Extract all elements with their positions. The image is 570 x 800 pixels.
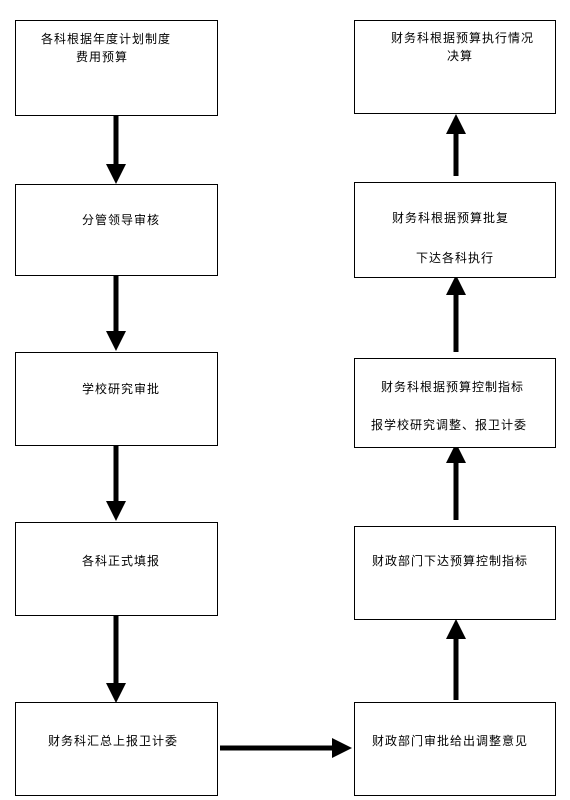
step-finance-dept-adjustment-opinion: 财政部门审批给出调整意见 xyxy=(354,702,556,796)
step-leader-review: 分管领导审核 xyxy=(15,184,218,276)
step-school-approval: 学校研究审批 xyxy=(15,352,218,446)
step-text-line: 学校研究审批 xyxy=(82,382,161,396)
step-text-line: 决算 xyxy=(447,49,474,63)
step-text-line: 分管领导审核 xyxy=(82,213,161,227)
step-text-line: 财务科根据预算批复 xyxy=(392,211,510,225)
step-text-line: 财政部门下达预算控制指标 xyxy=(372,554,529,568)
step-text-line: 财务科汇总上报卫计委 xyxy=(48,734,179,748)
step-text-line: 报学校研究调整、报卫计委 xyxy=(371,418,528,432)
step-control-indicator-adjustment: 财务科根据预算控制指标 报学校研究调整、报卫计委 xyxy=(354,358,556,448)
step-text-line: 财政部门审批给出调整意见 xyxy=(372,734,529,748)
step-text-line: 财务科根据预算执行情况 xyxy=(391,31,535,45)
step-text-line: 下达各科执行 xyxy=(416,251,495,265)
step-budget-preparation: 各科根据年度计划制度 费用预算 xyxy=(15,20,218,116)
step-finance-dept-control-indicator: 财政部门下达预算控制指标 xyxy=(354,526,556,620)
step-finance-summary-report: 财务科汇总上报卫计委 xyxy=(15,702,218,796)
step-formal-submission: 各科正式填报 xyxy=(15,522,218,616)
step-text-line: 各科正式填报 xyxy=(82,554,161,568)
step-final-accounts: 财务科根据预算执行情况 决算 xyxy=(354,20,556,114)
step-budget-reply-distribution: 财务科根据预算批复 下达各科执行 xyxy=(354,182,556,278)
step-text-line: 各科根据年度计划制度 xyxy=(41,32,172,46)
step-text-line: 财务科根据预算控制指标 xyxy=(381,380,525,394)
step-text-line: 费用预算 xyxy=(76,50,129,64)
